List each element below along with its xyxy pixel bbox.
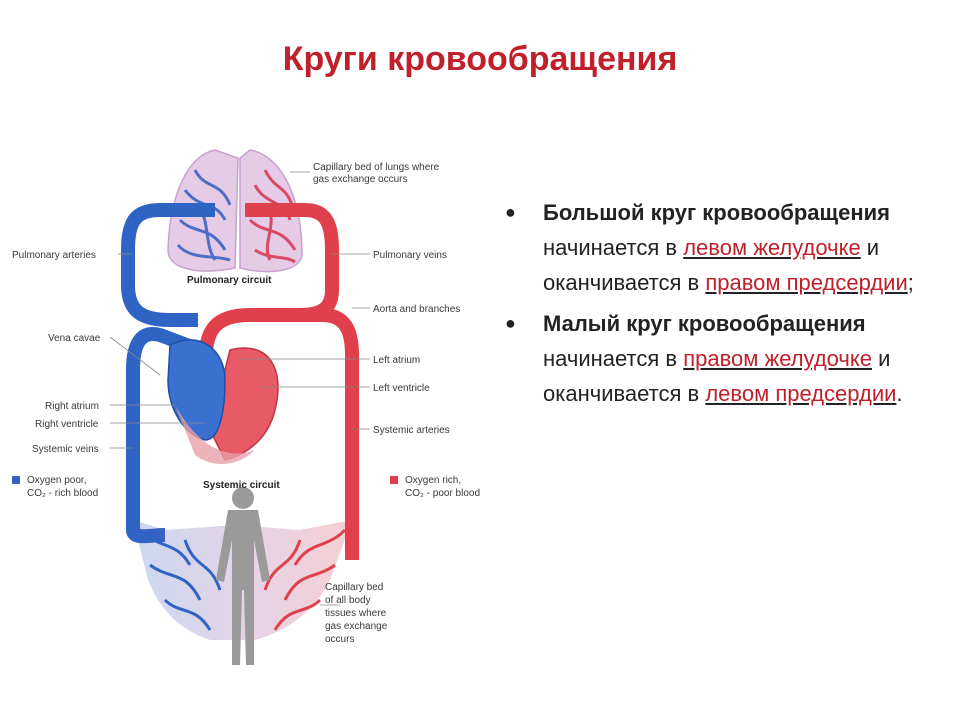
legend-swatch-oxygen-poor [12, 476, 20, 484]
label-capillary-body-1: Capillary bed [325, 582, 383, 593]
pulmonary-artery-vessel [121, 203, 215, 327]
lung-capillaries-right [248, 169, 297, 264]
bullet-list: ● Большой круг кровообращения начинается… [505, 195, 945, 417]
bullet-pulmonary: ● Малый круг кровообращения начинается в… [505, 306, 945, 411]
link-right-atrium[interactable]: правом предсердии [705, 270, 908, 295]
bullet-dot-icon: ● [505, 313, 516, 333]
bullet-pulmonary-text-3: . [896, 381, 903, 406]
bullet-pulmonary-bold: Малый круг кровообращения [543, 311, 866, 336]
bullet-pulmonary-text-2: и оканчивается в [543, 346, 891, 406]
bullet-systemic-bold: Большой круг кровообращения [543, 200, 890, 225]
bullet-systemic-text-3: ; [907, 270, 914, 295]
label-capillary-lungs-1: Capillary bed of lungs where [313, 162, 440, 173]
vena-cava-vessel [126, 327, 203, 520]
label-capillary-body-3: tissues where [325, 608, 387, 619]
label-vena-cavae: Vena cavae [48, 333, 101, 344]
label-systemic-veins: Systemic veins [32, 444, 99, 455]
link-left-atrium[interactable]: левом предсердии [705, 381, 897, 406]
link-right-ventricle[interactable]: правом желудочке [683, 346, 872, 371]
bullet-systemic-text-1: начинается в [543, 235, 684, 260]
label-pulmonary-circuit: Pulmonary circuit [187, 275, 272, 286]
label-right-ventricle: Right ventricle [35, 419, 99, 430]
body-capillaries-red [263, 528, 347, 631]
bullet-systemic-text-2: и оканчивается в [543, 235, 880, 295]
label-legend-poor-1: Oxygen poor, [27, 475, 86, 486]
heart [167, 339, 279, 465]
legend-swatch-oxygen-rich [390, 476, 398, 484]
bullet-systemic: ● Большой круг кровообращения начинается… [505, 195, 945, 300]
label-legend-poor-2: CO₂ - rich blood [27, 488, 98, 499]
label-capillary-body-2: of all body [325, 595, 371, 606]
label-systemic-circuit: Systemic circuit [203, 480, 280, 491]
bullet-pulmonary-text-1: начинается в [543, 346, 684, 371]
slide-title: Круги кровообращения [282, 40, 678, 78]
label-left-atrium: Left atrium [373, 355, 420, 366]
label-legend-rich-1: Oxygen rich, [405, 475, 461, 486]
link-left-ventricle[interactable]: левом желудочке [683, 235, 861, 260]
label-capillary-body-5: occurs [325, 634, 354, 645]
label-pulmonary-arteries: Pulmonary arteries [12, 250, 96, 261]
pulmonary-circuit [121, 203, 359, 560]
label-pulmonary-veins: Pulmonary veins [373, 250, 447, 261]
label-systemic-arteries: Systemic arteries [373, 425, 450, 436]
heart-body-left [167, 339, 226, 441]
body-capillaries [133, 487, 352, 665]
body-capillaries-blue [138, 528, 222, 631]
label-legend-rich-2: CO₂ - poor blood [405, 488, 480, 499]
bullet-dot-icon: ● [505, 202, 516, 222]
label-left-ventricle: Left ventricle [373, 383, 430, 394]
aorta-vessel [198, 308, 359, 560]
label-capillary-lungs-2: gas exchange occurs [313, 174, 408, 185]
leader-lines [109, 171, 370, 606]
label-capillary-body-4: gas exchange [325, 621, 388, 632]
circulation-svg: Capillary bed of lungs where gas exchang… [12, 149, 480, 665]
human-silhouette [216, 487, 270, 665]
heart-lower [175, 405, 255, 465]
circulation-diagram: Capillary bed of lungs where gas exchang… [0, 110, 500, 675]
label-aorta: Aorta and branches [373, 304, 460, 315]
label-right-atrium: Right atrium [45, 401, 99, 412]
